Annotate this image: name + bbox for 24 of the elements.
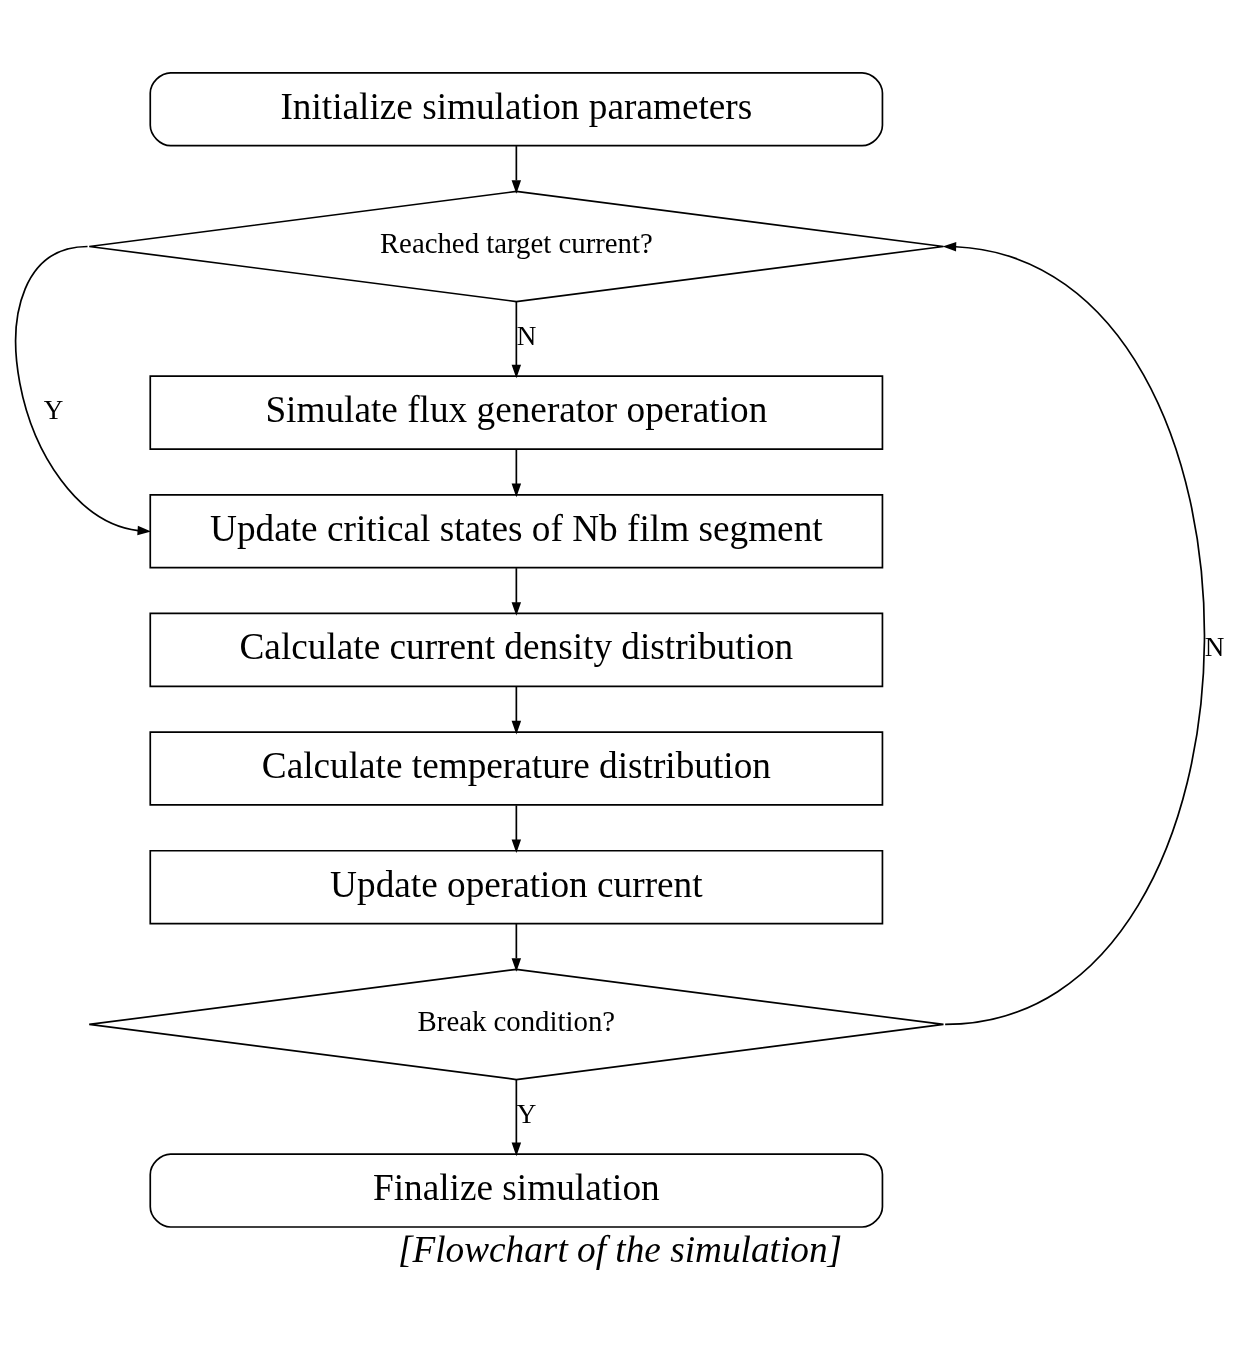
arrow: [511, 301, 522, 379]
caption: [Flowchart of the simulation]: [397, 1228, 843, 1270]
arrow: [511, 145, 522, 194]
edge-label: Y: [43, 395, 64, 426]
node-diamond: Break condition?: [88, 968, 945, 1081]
node-box: Initialize simulation parameters: [149, 71, 884, 147]
edge-label: N: [516, 321, 537, 352]
arrow: [511, 448, 522, 498]
node-box: Update critical states of Nb film segment: [149, 493, 884, 569]
node-diamond: Reached target current?: [88, 190, 945, 303]
arrow: [511, 923, 522, 972]
arrow: [511, 804, 522, 854]
arrow: [511, 685, 522, 735]
edge-label: Y: [516, 1099, 537, 1130]
node-box: Update operation current: [149, 849, 884, 925]
node-box: Simulate flux generator operation: [149, 375, 884, 450]
node-box: Finalize simulation: [149, 1153, 884, 1228]
arrow: [942, 242, 1206, 1026]
node-box: Calculate current density distribution: [149, 612, 884, 688]
arrow: [511, 1079, 522, 1157]
arrow: [511, 567, 522, 616]
arrow: [15, 245, 152, 536]
node-box: Calculate temperature distribution: [149, 731, 884, 806]
edge-label: N: [1204, 632, 1225, 663]
